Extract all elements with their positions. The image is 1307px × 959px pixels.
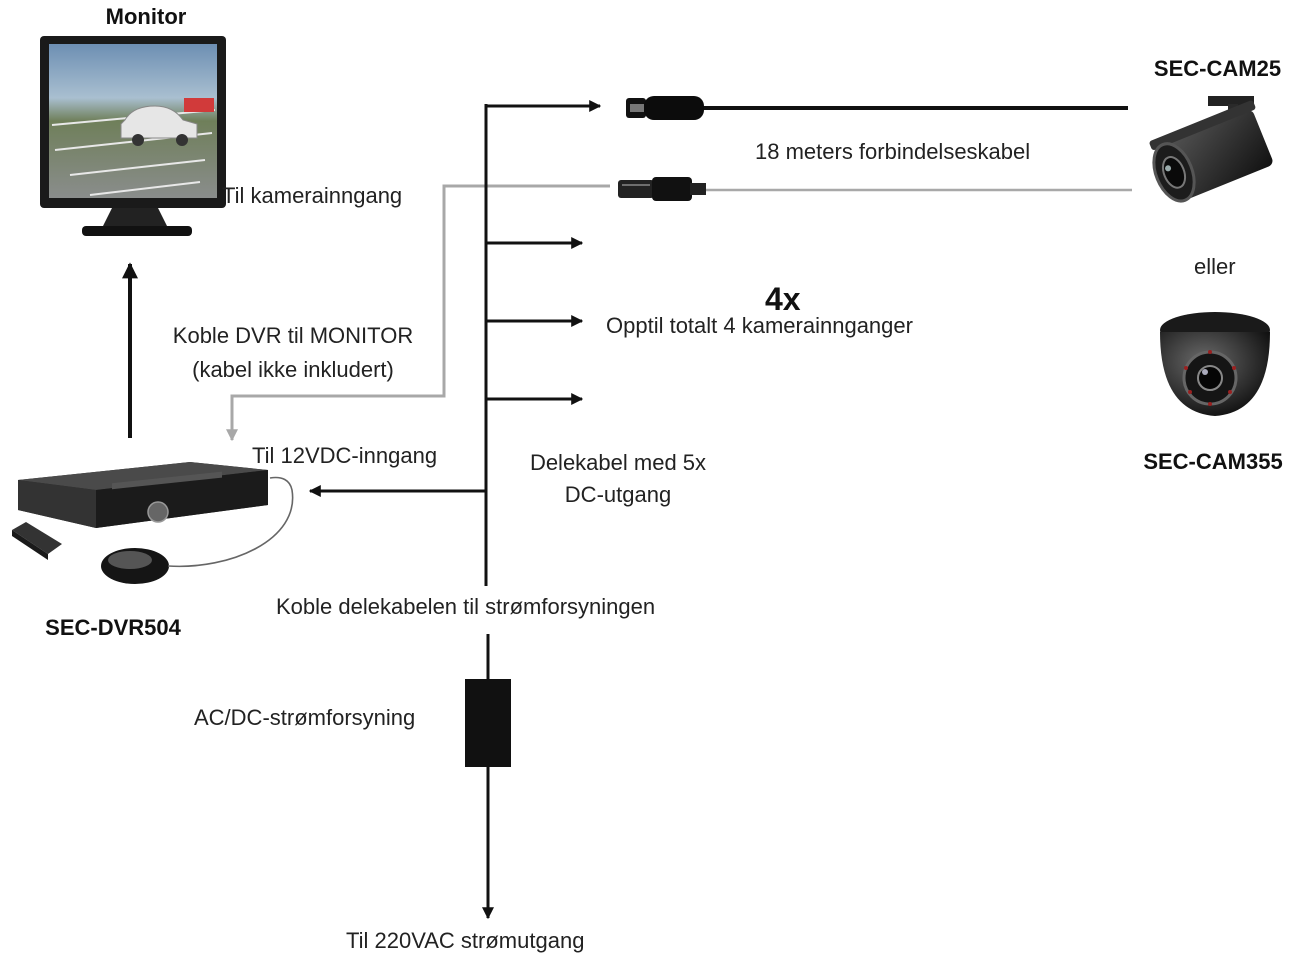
splitter-label: Delekabel med 5x DC-utgang <box>508 447 728 511</box>
dome-camera-image <box>1160 312 1270 416</box>
dvr-label: SEC-DVR504 <box>45 615 181 640</box>
video-route-line <box>226 184 610 442</box>
monitor-image <box>40 36 226 236</box>
mouse-image <box>101 476 294 584</box>
to-camera-input-label: Til kamerainngang <box>222 183 403 208</box>
multiplier-label: 4x <box>765 281 801 317</box>
connect-dvr-monitor-line1: Koble DVR til MONITOR <box>172 323 414 348</box>
camera1-label: SEC-CAM25 <box>1153 56 1282 81</box>
connect-dvr-monitor-label: Koble DVR til MONITOR (kabel ikke inklud… <box>148 319 438 387</box>
connect-splitter-power-label: Koble delekabelen til strømforsyningen <box>276 594 656 619</box>
remote-control-image <box>12 522 62 560</box>
connect-dvr-monitor-line2: (kabel ikke inkludert) <box>192 357 394 382</box>
camera2-label: SEC-CAM355 <box>1143 449 1283 474</box>
power-supply-box <box>465 679 511 767</box>
to-220vac-label: Til 220VAC strømutgang <box>346 928 585 953</box>
bullet-camera-image <box>1149 96 1273 203</box>
up-to-4-inputs-label: Opptil totalt 4 kamerainnganger <box>606 313 913 338</box>
bnc-connector-icon <box>618 177 706 201</box>
cable-18m-label: 18 meters forbindelseskabel <box>755 139 1031 164</box>
or-label: eller <box>1194 254 1236 279</box>
splitter-line1: Delekabel med 5x <box>529 450 707 475</box>
dc-connector-icon <box>626 96 704 120</box>
monitor-label: Monitor <box>105 4 187 29</box>
dvr-image <box>18 462 268 528</box>
acdc-power-label: AC/DC-strømforsyning <box>194 705 416 730</box>
splitter-line2: DC-utgang <box>564 482 672 507</box>
to-12vdc-label: Til 12VDC-inngang <box>252 443 438 468</box>
